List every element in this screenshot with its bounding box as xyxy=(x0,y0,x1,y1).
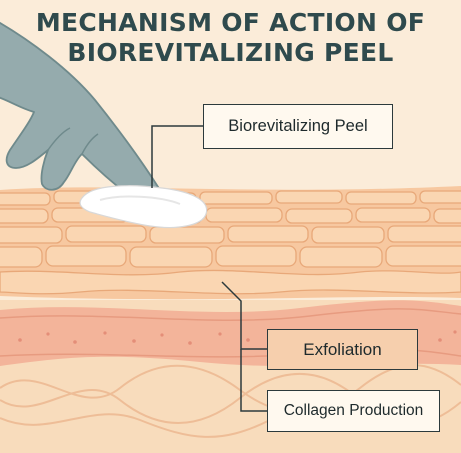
title-line-2: BIOREVITALIZING PEEL xyxy=(67,38,394,67)
dermis-dots xyxy=(18,330,457,345)
label-biorevitalizing-peel: Biorevitalizing Peel xyxy=(203,104,393,149)
label-exfoliation: Exfoliation xyxy=(267,329,418,370)
cotton-pad-icon xyxy=(79,185,208,229)
diagram-title: MECHANISM OF ACTION OF BIOREVITALIZING P… xyxy=(0,8,461,68)
gloved-hand-icon xyxy=(0,21,163,209)
connector-lines xyxy=(151,125,267,412)
skin-cells xyxy=(0,190,461,295)
label-collagen-production: Collagen Production xyxy=(267,390,440,432)
title-line-1: MECHANISM OF ACTION OF xyxy=(35,8,426,37)
